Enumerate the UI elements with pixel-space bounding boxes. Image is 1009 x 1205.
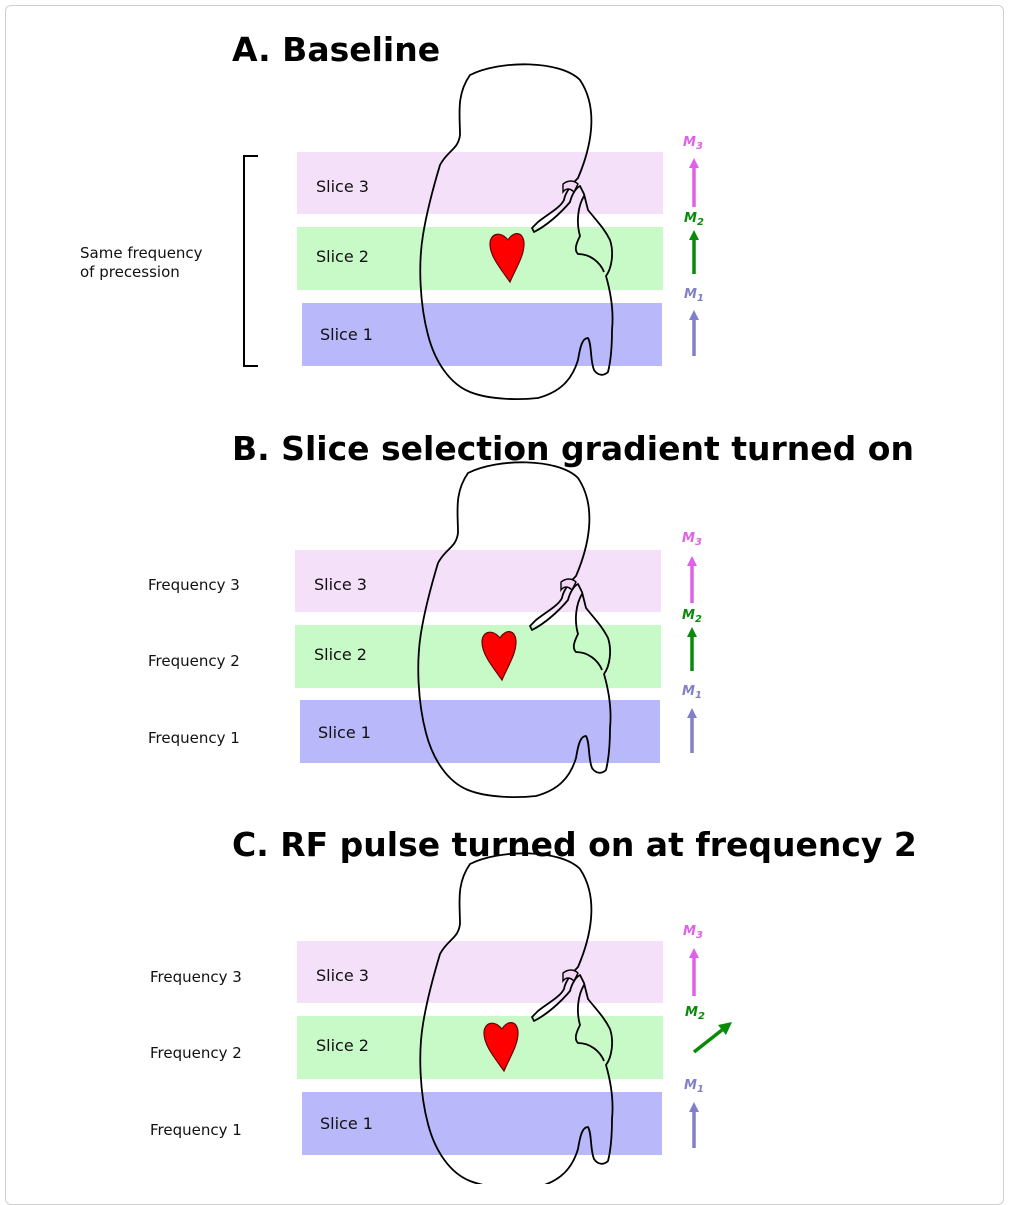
- slice-1-band: [302, 303, 662, 366]
- slice-2-band: [297, 1016, 663, 1079]
- slice-1-label: Slice 1: [320, 1114, 373, 1133]
- slice-2-label: Slice 2: [316, 1036, 369, 1055]
- slice-3-band: [297, 152, 663, 214]
- panel-a: A. Baseline Slice 3 Slice 2 Slice 1 Same…: [80, 30, 704, 401]
- body-outline-icon: [419, 852, 614, 1184]
- slice-2-band: [297, 227, 663, 290]
- frequency-3-label: Frequency 3: [148, 576, 240, 594]
- slice-2-band: [295, 625, 661, 688]
- magnetization-m2: [689, 230, 699, 274]
- panel-c: C. RF pulse turned on at frequency 2 Sli…: [150, 825, 917, 1184]
- m2-label: M2: [684, 211, 704, 228]
- heart-icon: [481, 631, 517, 682]
- frequency-2-label: Frequency 2: [150, 1044, 242, 1062]
- heart-icon: [489, 233, 525, 284]
- panel-c-title: C. RF pulse turned on at frequency 2: [232, 825, 917, 864]
- magnetization-m1: [689, 1102, 699, 1148]
- panel-a-title: A. Baseline: [232, 30, 440, 69]
- slice-2-label: Slice 2: [316, 247, 369, 266]
- m1-label: M1: [684, 1078, 704, 1095]
- magnetization-m3: [687, 556, 697, 603]
- magnetization-m1: [689, 310, 699, 356]
- side-note-line-1: Same frequency: [80, 244, 203, 262]
- panel-b: B. Slice selection gradient turned on Sl…: [148, 429, 914, 799]
- slice-3-label: Slice 3: [314, 575, 367, 594]
- side-note-line-2: of precession: [80, 263, 180, 281]
- frequency-1-label: Frequency 1: [148, 729, 240, 747]
- m3-label: M3: [682, 531, 702, 548]
- magnetization-m3: [689, 158, 699, 207]
- slice-1-band: [300, 700, 660, 763]
- panel-b-title: B. Slice selection gradient turned on: [232, 429, 914, 468]
- slice-3-label: Slice 3: [316, 966, 369, 985]
- magnetization-m3: [689, 948, 699, 996]
- frequency-1-label: Frequency 1: [150, 1121, 242, 1139]
- m1-label: M1: [684, 287, 704, 304]
- body-outline-icon: [419, 63, 614, 401]
- slice-1-label: Slice 1: [318, 723, 371, 742]
- slice-1-label: Slice 1: [320, 325, 373, 344]
- m2-label: M2: [685, 1005, 705, 1022]
- body-outline-icon: [417, 461, 612, 799]
- magnetization-m1: [687, 708, 697, 753]
- slice-3-band: [295, 550, 661, 612]
- magnetization-m2: [687, 627, 697, 671]
- m1-label: M1: [682, 684, 702, 701]
- bracket-icon: [243, 155, 258, 367]
- slice-3-band: [297, 941, 663, 1003]
- m3-label: M3: [683, 135, 703, 152]
- frequency-3-label: Frequency 3: [150, 968, 242, 986]
- magnetization-m2-tipped: [692, 1022, 732, 1054]
- slice-1-band: [302, 1092, 662, 1155]
- slice-3-label: Slice 3: [316, 177, 369, 196]
- heart-icon: [483, 1022, 519, 1073]
- m3-label: M3: [683, 924, 703, 941]
- m2-label: M2: [682, 608, 702, 625]
- slice-2-label: Slice 2: [314, 645, 367, 664]
- frequency-2-label: Frequency 2: [148, 652, 240, 670]
